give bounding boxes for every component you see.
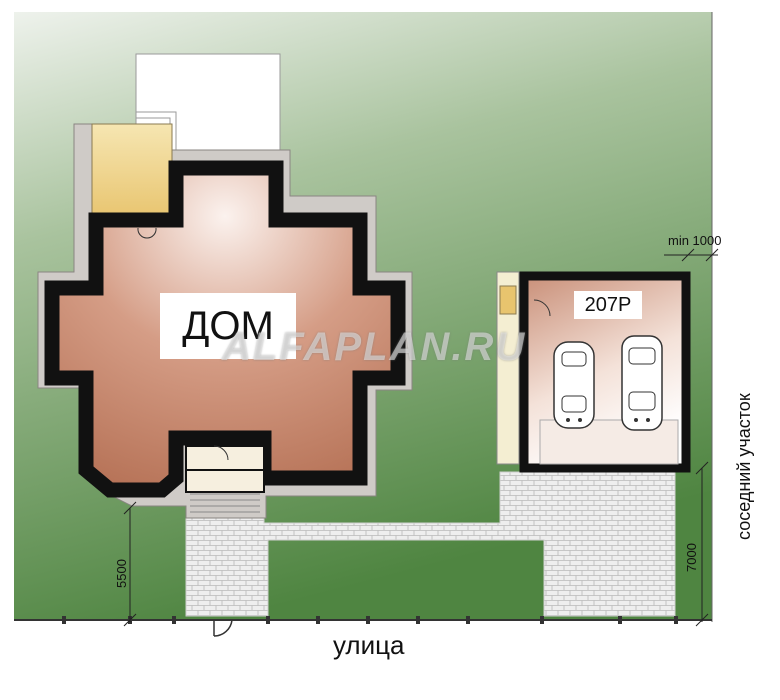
- side-gap-dimension: min 1000: [668, 233, 722, 248]
- dimension-lines: [123, 248, 719, 627]
- garage-door-swing: [533, 299, 551, 317]
- garage-setback-dimension: 7000: [684, 543, 699, 572]
- watermark: ALFAPLAN.RU: [222, 325, 527, 369]
- car-right-icon: [621, 335, 663, 431]
- neighbor-plot-label: соседний участок: [734, 393, 754, 540]
- entrance-door-swing: [213, 445, 229, 461]
- house-label: ДОМ: [160, 293, 296, 359]
- entrance-steps: [190, 493, 260, 513]
- car-left-icon: [553, 341, 595, 429]
- fence-posts: [62, 616, 678, 624]
- side-terrace: [91, 123, 173, 221]
- garage-canopy: [496, 271, 520, 465]
- street-label: улица: [333, 630, 405, 660]
- wicket-gate: [213, 619, 233, 637]
- garage-canopy-storage: [499, 285, 517, 315]
- terrace-door-swing: [137, 227, 157, 239]
- house-setback-dimension: 5500: [114, 559, 129, 588]
- garage-label: 207Р: [574, 291, 642, 319]
